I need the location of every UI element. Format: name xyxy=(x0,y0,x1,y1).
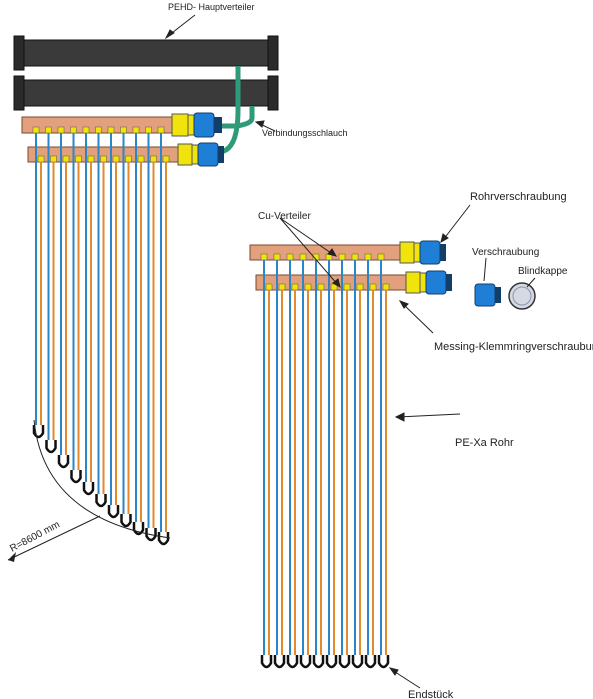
compression-fitting xyxy=(95,126,102,134)
end-piece xyxy=(70,470,82,484)
compression-fitting xyxy=(278,283,286,291)
compression-fitting xyxy=(100,155,107,163)
label-end-piece: Endstück xyxy=(408,689,454,699)
blind-cap xyxy=(508,282,536,310)
end-piece xyxy=(95,494,107,508)
compression-fitting xyxy=(137,155,145,163)
end-piece xyxy=(57,455,70,469)
bend-radius-indicator xyxy=(7,419,171,562)
end-piece xyxy=(364,655,377,669)
compression-fitting xyxy=(260,253,268,261)
end-piece xyxy=(107,505,120,519)
pipe-loop xyxy=(286,253,299,669)
compression-fitting xyxy=(62,155,70,163)
end-piece xyxy=(120,514,132,528)
compression-fitting xyxy=(82,126,90,134)
pex-pipes-left xyxy=(32,126,170,546)
compression-fitting xyxy=(70,126,77,134)
compression-fitting xyxy=(132,126,140,134)
end-piece xyxy=(157,532,170,546)
pehd-main-manifold-bottom xyxy=(13,75,279,111)
label-copper-manifold: Cu-Verteiler xyxy=(258,211,311,222)
compression-fitting xyxy=(343,283,351,291)
compression-fitting xyxy=(162,155,170,163)
pipe-loop xyxy=(299,253,312,669)
end-piece xyxy=(273,655,286,669)
compression-fitting xyxy=(32,126,40,134)
compression-fitting xyxy=(377,253,385,261)
pipe-loop xyxy=(260,253,273,669)
end-piece xyxy=(286,655,299,669)
pipe-loop xyxy=(120,126,132,528)
end-piece xyxy=(45,440,57,454)
compression-fitting xyxy=(150,155,157,163)
pipe-loop xyxy=(273,253,286,669)
pipe-loop xyxy=(32,126,45,439)
pipe-loop xyxy=(70,126,82,484)
compression-fitting xyxy=(351,253,359,261)
pipe-loop xyxy=(132,126,145,536)
compression-fitting xyxy=(107,126,115,134)
end-piece xyxy=(32,425,45,439)
compression-fitting xyxy=(50,155,57,163)
end-piece xyxy=(377,655,390,669)
pipe-loop xyxy=(45,126,57,454)
end-piece xyxy=(338,655,351,669)
pipe-loop xyxy=(377,253,390,669)
end-piece xyxy=(299,655,312,669)
compression-fitting xyxy=(356,283,364,291)
label-pex-pipe: PE-Xa Rohr xyxy=(455,437,514,449)
compression-fitting xyxy=(382,283,390,291)
compression-fitting xyxy=(45,126,52,134)
pipe-loop xyxy=(95,126,107,508)
callout-lines xyxy=(164,14,536,689)
compression-fitting xyxy=(112,155,120,163)
compression-fitting xyxy=(291,283,299,291)
compression-fitting xyxy=(338,253,346,261)
compression-fitting xyxy=(273,253,281,261)
compression-fitting xyxy=(304,283,312,291)
label-main-manifold: PEHD- Hauptverteiler xyxy=(168,2,255,12)
compression-fitting xyxy=(265,283,273,291)
compression-fitting xyxy=(364,253,372,261)
compression-fitting xyxy=(125,155,132,163)
copper-manifold-left-top xyxy=(21,112,222,138)
compression-fitting xyxy=(37,155,45,163)
compression-fitting xyxy=(299,253,307,261)
end-piece xyxy=(312,655,325,669)
pipe-loop xyxy=(107,126,120,519)
end-piece xyxy=(82,482,95,496)
compression-fitting xyxy=(120,126,127,134)
pipe-loop xyxy=(82,126,95,496)
pipe-loop xyxy=(325,253,338,669)
compression-fitting xyxy=(157,126,165,134)
pipe-loop xyxy=(157,126,170,546)
label-blind-cap: Blindkappe xyxy=(518,266,568,277)
end-piece xyxy=(325,655,338,669)
end-piece xyxy=(351,655,364,669)
label-connection-hose: Verbindungsschlauch xyxy=(262,128,348,138)
label-brass-compression-fitting: Messing-Klemmringverschraubung xyxy=(434,341,593,353)
pex-pipes-right xyxy=(260,253,390,669)
compression-fitting xyxy=(75,155,82,163)
label-pipe-union: Rohrverschraubung xyxy=(470,191,567,203)
compression-fitting xyxy=(57,126,65,134)
compression-fitting xyxy=(317,283,325,291)
end-piece xyxy=(260,655,273,669)
compression-fitting xyxy=(369,283,377,291)
pipe-loop xyxy=(338,253,351,669)
loose-union xyxy=(474,283,501,307)
compression-fitting xyxy=(87,155,95,163)
compression-fitting xyxy=(286,253,294,261)
pipe-loop xyxy=(57,126,70,469)
pipe-loop xyxy=(364,253,377,669)
label-union: Verschraubung xyxy=(472,247,539,258)
pipe-loop xyxy=(351,253,364,669)
pehd-main-manifold-top xyxy=(13,35,279,71)
compression-fitting xyxy=(145,126,152,134)
